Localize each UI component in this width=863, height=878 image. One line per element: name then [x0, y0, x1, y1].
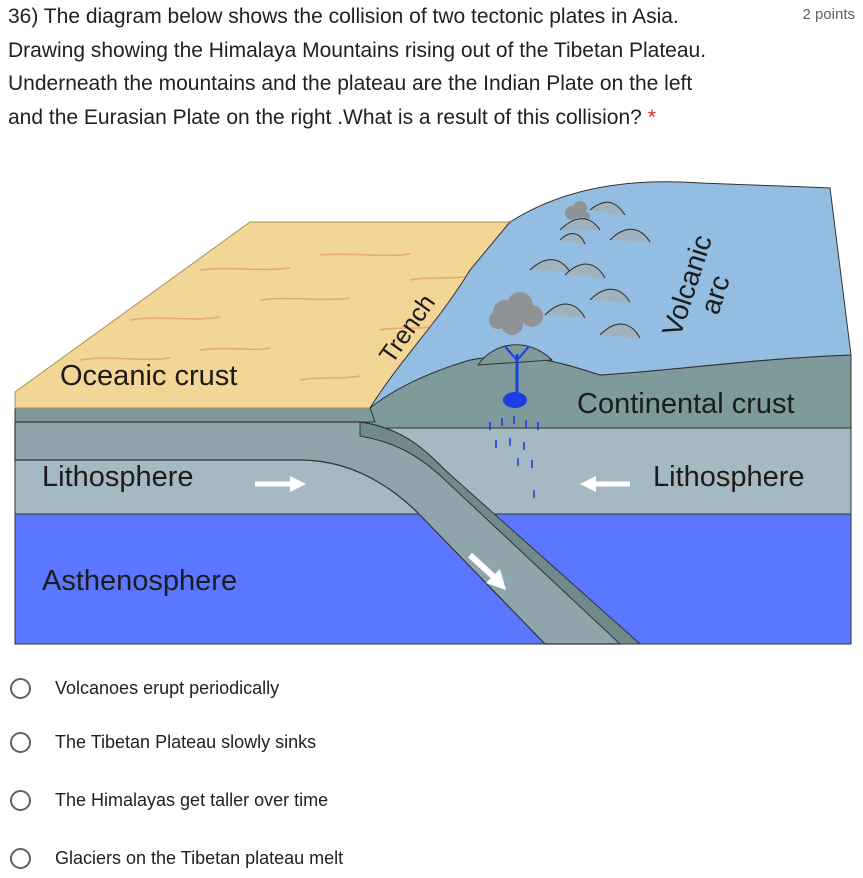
ash-cloud-small — [565, 201, 590, 223]
radio-circle-icon[interactable] — [10, 847, 31, 869]
magma-branches — [504, 345, 530, 361]
question-line-4-text: and the Eurasian Plate on the right .Wha… — [8, 105, 642, 129]
diagram-svg: Oceanic crust Trench Volcanic arc Contin… — [14, 181, 852, 645]
option-label: The Himalayas get taller over time — [55, 789, 329, 810]
slab-top-band — [359, 421, 642, 645]
question-text: 36) The diagram below shows the collisio… — [8, 0, 788, 134]
ash-cloud-main — [489, 292, 543, 335]
option-4[interactable]: Glaciers on the Tibetan plateau melt — [0, 838, 500, 878]
label-oceanic-crust: Oceanic crust — [60, 360, 237, 392]
option-label: Glaciers on the Tibetan plateau melt — [55, 847, 344, 868]
label-lithosphere-right: Lithosphere — [653, 461, 805, 493]
volcano-cone — [477, 344, 554, 366]
option-2[interactable]: The Tibetan Plateau slowly sinks — [0, 722, 500, 762]
option-label: The Tibetan Plateau slowly sinks — [55, 731, 317, 752]
label-lithosphere-left: Lithosphere — [42, 461, 194, 493]
question-line-1: 36) The diagram below shows the collisio… — [8, 5, 679, 28]
required-asterisk: * — [647, 105, 656, 129]
asthenosphere-layer — [14, 511, 852, 645]
question-line-4: and the Eurasian Plate on the right .Wha… — [8, 101, 788, 135]
lithosphere-arrow-right — [255, 476, 306, 492]
option-1[interactable]: Volcanoes erupt periodically — [0, 668, 500, 708]
question-line-3: Underneath the mountains and the plateau… — [8, 72, 693, 95]
label-asthenosphere: Asthenosphere — [42, 565, 237, 597]
question-line-2: Drawing showing the Himalaya Mountains r… — [8, 38, 707, 62]
melt-droplets — [489, 416, 539, 498]
radio-circle-icon[interactable] — [10, 731, 31, 753]
label-continental-crust: Continental crust — [577, 388, 795, 420]
points-badge: 2 points — [802, 6, 855, 23]
option-3[interactable]: The Himalayas get taller over time — [0, 780, 500, 820]
magma-chamber — [503, 392, 527, 408]
option-label: Volcanoes erupt periodically — [55, 677, 280, 698]
slab-arrow — [467, 552, 506, 590]
radio-circle-icon[interactable] — [10, 677, 31, 699]
volcano-arc-sketches — [529, 201, 651, 339]
oceanic-crust-band — [14, 407, 376, 423]
radio-circle-icon[interactable] — [10, 789, 31, 811]
crust-texture — [79, 253, 471, 381]
tectonic-diagram: Oceanic crust Trench Volcanic arc Contin… — [0, 160, 863, 660]
lithosphere-arrow-left — [580, 476, 630, 492]
